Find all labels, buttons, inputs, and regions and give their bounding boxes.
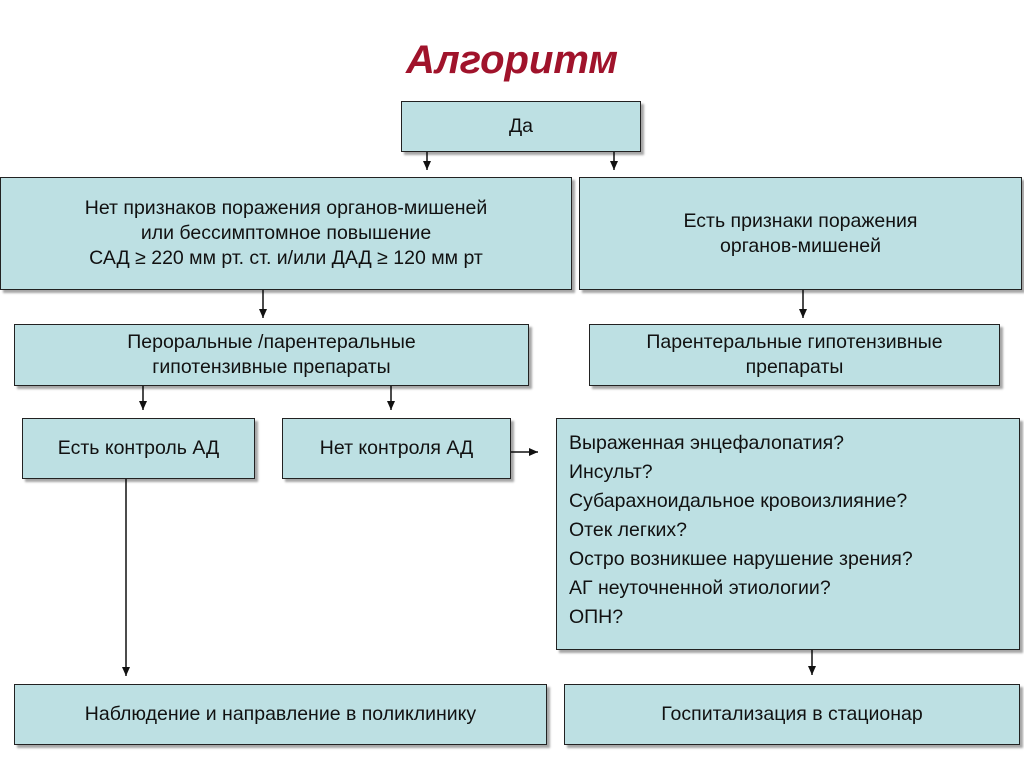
condition-item: Субарахноидальное кровоизлияние? (569, 490, 908, 512)
condition-item: Инсульт? (569, 461, 653, 483)
box-observation-referral: Наблюдение и направление в поликлинику (14, 684, 547, 745)
condition-item: Остро возникшее нарушение зрения? (569, 548, 913, 570)
box-parenteral-drugs: Парентеральные гипотензивные препараты (589, 324, 1000, 386)
box-bp-control-yes: Есть контроль АД (22, 418, 255, 479)
box-bp-control-no: Нет контроля АД (282, 418, 511, 479)
diagram-title: Алгоритм (405, 38, 619, 82)
box-yes: Да (401, 101, 641, 152)
condition-item: ОПН? (569, 606, 624, 628)
condition-item: Выраженная энцефалопатия? (569, 432, 845, 454)
condition-item: Отек легких? (569, 519, 688, 541)
box-oral-parenteral-drugs: Пероральные /парентеральные гипотензивны… (14, 324, 529, 386)
box-hospitalization: Госпитализация в стационар (564, 684, 1020, 745)
condition-item: АГ неуточненной этиологии? (569, 577, 831, 599)
box-no-target-organ-damage: Нет признаков поражения органов-мишеней … (0, 177, 572, 290)
box-conditions-list: Выраженная энцефалопатия? Инсульт? Субар… (556, 418, 1020, 650)
box-target-organ-damage: Есть признаки поражения органов-мишеней (579, 177, 1022, 290)
